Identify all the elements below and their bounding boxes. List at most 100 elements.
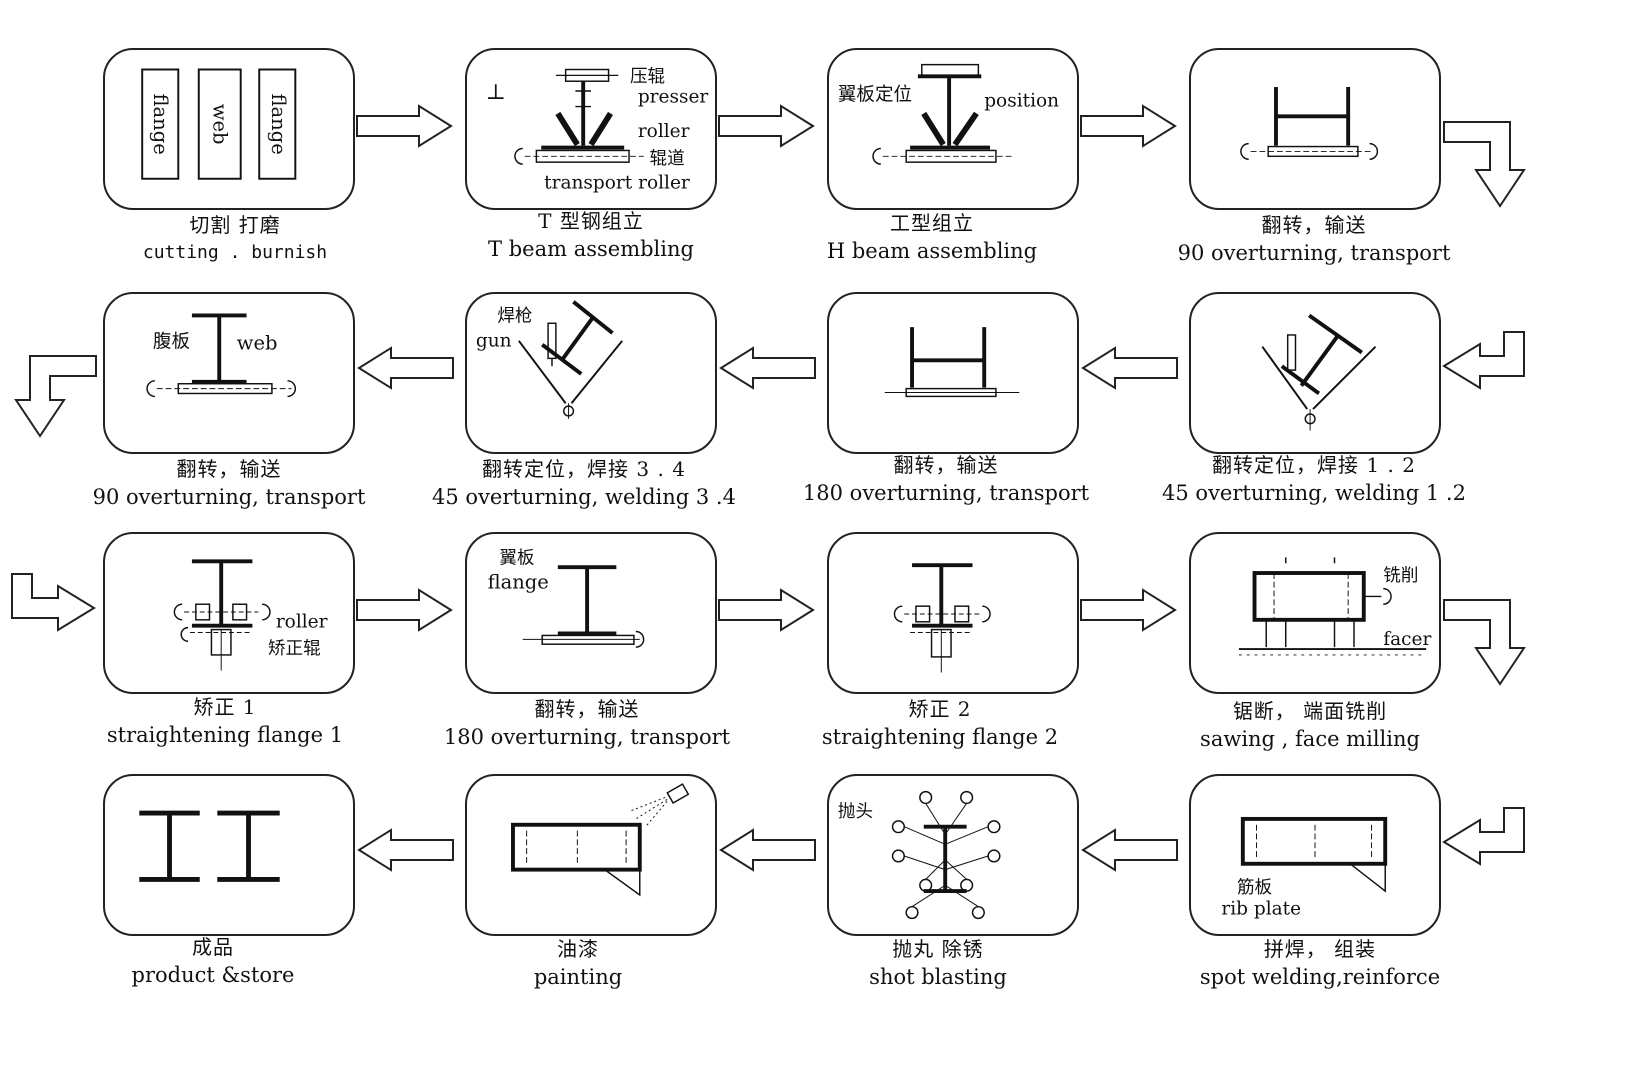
caption-zh: 锯断， 端面铣削 (1232, 699, 1388, 723)
caption-en: product &store (131, 963, 295, 987)
caption-zh: 翻转，输送 (1261, 213, 1367, 237)
step-spot-welding-box: 筋板 rib plate (1189, 774, 1441, 936)
left-arrow (357, 346, 454, 390)
turn-right-arrow (11, 573, 96, 632)
step-t-beam-box: ⊥ 压辊 presser roller 辊道 transport roller (465, 48, 717, 210)
web-zh-label: 腹板 (153, 332, 190, 353)
step-caption: 拼焊， 组装 spot welding,reinforce (1160, 936, 1480, 992)
caption-en: 90 overturning, transport (92, 485, 366, 509)
caption-zh: 翻转定位，焊接 3 . 4 (482, 457, 686, 481)
caption-zh: 翻转，输送 (893, 453, 999, 477)
roller-zh-label: 矫正辊 (268, 639, 321, 659)
flange-label: flange (267, 94, 290, 155)
caption-en: spot welding,reinforce (1199, 965, 1441, 989)
step-caption: 抛丸 除锈 shot blasting (778, 936, 1098, 992)
web-label: web (237, 332, 278, 355)
caption-zh: 油漆 (557, 937, 599, 961)
step-h-beam-box: 翼板定位 position (827, 48, 1079, 210)
t-symbol: ⊥ (486, 80, 506, 105)
position-label: position (984, 91, 1059, 112)
caption-en: sawing , face milling (1200, 727, 1420, 751)
caption-zh: 工型组立 (890, 211, 974, 235)
step-product-box (103, 774, 355, 936)
roller-label: roller (638, 121, 690, 142)
gun-zh-label: 焊枪 (497, 306, 532, 326)
step-caption: 翻转，输送 180 overturning, transport (427, 696, 747, 752)
step-caption: 翻转，输送 90 overturning, transport (69, 456, 389, 512)
presser-label: presser (638, 87, 709, 108)
caption-en: 180 overturning, transport (802, 481, 1090, 505)
caption-en: straightening flange 2 (821, 725, 1059, 749)
caption-zh: 翻转，输送 (534, 697, 640, 721)
rib-zh-label: 筋板 (1237, 878, 1272, 898)
step-welding-34-box: 焊枪 gun (465, 292, 717, 454)
flange-label: flange (149, 94, 172, 155)
caption-zh: 矫正 1 (193, 695, 257, 719)
caption-en: 45 overturning, welding 3 .4 (432, 485, 736, 509)
left-arrow (719, 828, 816, 872)
caption-zh: 翻转，输送 (176, 457, 282, 481)
caption-zh: 拼焊， 组装 (1263, 937, 1377, 961)
step-straighten-2-box (827, 532, 1079, 694)
caption-zh: 矫正 2 (908, 697, 972, 721)
step-cutting-box: flange web flange (103, 48, 355, 210)
caption-zh: 成品 (192, 935, 234, 959)
step-90-overturn-web-box: 腹板 web (103, 292, 355, 454)
caption-en: H beam assembling (826, 239, 1038, 263)
step-shot-blasting-box: 抛头 (827, 774, 1079, 936)
turn-down-arrow (1443, 121, 1526, 208)
roller-label: roller (276, 612, 328, 633)
left-arrow (357, 828, 454, 872)
web-label: web (208, 104, 231, 145)
milling-zh-label: 铣削 (1383, 566, 1418, 586)
caption-en: 45 overturning, welding 1 .2 (1162, 481, 1466, 505)
facer-label: facer (1383, 629, 1431, 650)
caption-zh: 抛丸 除锈 (892, 937, 984, 961)
caption-en: 180 overturning, transport (443, 725, 731, 749)
right-arrow (1080, 588, 1177, 632)
caption-zh: T 型钢组立 (538, 209, 644, 233)
turn-down-arrow (14, 355, 97, 438)
left-arrow (719, 346, 816, 390)
track-zh-label: 辊道 (650, 149, 685, 169)
position-zh-label: 翼板定位 (838, 85, 912, 106)
step-caption: 成品 product &store (53, 934, 373, 990)
step-180-overturn-box (827, 292, 1079, 454)
flange-zh-label: 翼板 (499, 548, 534, 568)
left-arrow (1081, 828, 1178, 872)
step-caption: 油漆 painting (418, 936, 738, 992)
step-caption: 锯断， 端面铣削 sawing , face milling (1150, 698, 1470, 754)
caption-zh: 翻转定位，焊接 1 . 2 (1212, 453, 1416, 477)
step-welding-12-box (1189, 292, 1441, 454)
caption-en: cutting . burnish (142, 242, 328, 263)
step-painting-box (465, 774, 717, 936)
caption-en: painting (533, 965, 623, 989)
caption-en: straightening flange 1 (106, 723, 344, 747)
flange-label: flange (488, 571, 549, 594)
right-arrow (718, 104, 815, 148)
right-arrow (1080, 104, 1177, 148)
step-caption: 矫正 2 straightening flange 2 (780, 696, 1100, 752)
turn-left-arrow (1442, 331, 1525, 390)
step-caption: 翻转，输送 180 overturning, transport (786, 452, 1106, 508)
caption-zh: 切割 打磨 (189, 213, 281, 237)
step-caption: 工型组立 H beam assembling (772, 210, 1092, 266)
step-straighten-1-box: roller 矫正辊 (103, 532, 355, 694)
turn-left-arrow (1442, 807, 1525, 866)
step-sawing-milling-box: 铣削 facer (1189, 532, 1441, 694)
right-arrow (718, 588, 815, 632)
step-caption: 矫正 1 straightening flange 1 (65, 694, 385, 750)
step-caption: 切割 打磨 cutting . burnish (75, 212, 395, 268)
transport-roller-label: transport roller (544, 172, 690, 193)
caption-en: shot blasting (869, 965, 1007, 989)
step-180-overturn-flange-box: 翼板 flange (465, 532, 717, 694)
caption-en: 90 overturning, transport (1177, 241, 1451, 265)
head-zh-label: 抛头 (838, 802, 873, 822)
right-arrow (356, 588, 453, 632)
step-caption: 翻转，输送 90 overturning, transport (1154, 212, 1474, 268)
left-arrow (1081, 346, 1178, 390)
caption-en: T beam assembling (488, 237, 694, 261)
step-90-overturn-box (1189, 48, 1441, 210)
step-caption: 翻转定位，焊接 1 . 2 45 overturning, welding 1 … (1154, 452, 1474, 508)
presser-zh-label: 压辊 (630, 67, 665, 87)
